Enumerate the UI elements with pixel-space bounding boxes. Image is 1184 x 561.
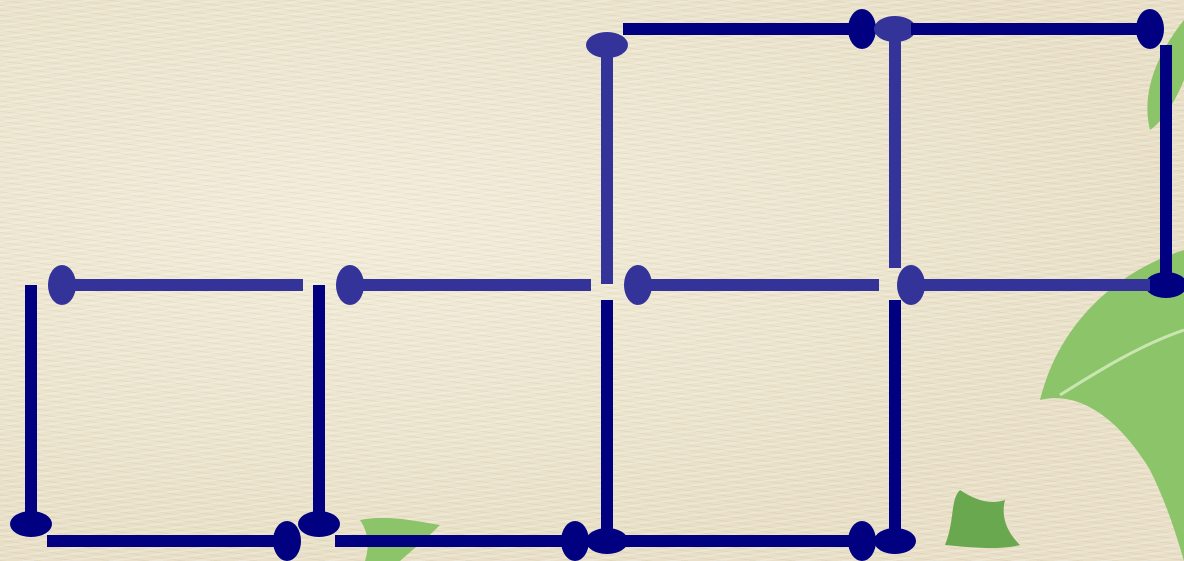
match-head xyxy=(874,16,916,42)
match-head xyxy=(624,265,652,305)
ivy-leaf-bottom-right xyxy=(945,490,1020,548)
match-head xyxy=(848,9,876,49)
match-head xyxy=(336,265,364,305)
match-head xyxy=(298,511,340,537)
match-head xyxy=(1136,9,1164,49)
match-head xyxy=(848,521,876,561)
match-head xyxy=(48,265,76,305)
match-head xyxy=(897,265,925,305)
match-head xyxy=(874,528,916,554)
match-head xyxy=(561,521,589,561)
match-head xyxy=(10,511,52,537)
match-head xyxy=(273,521,301,561)
match-head xyxy=(586,32,628,58)
match-head xyxy=(586,528,628,554)
